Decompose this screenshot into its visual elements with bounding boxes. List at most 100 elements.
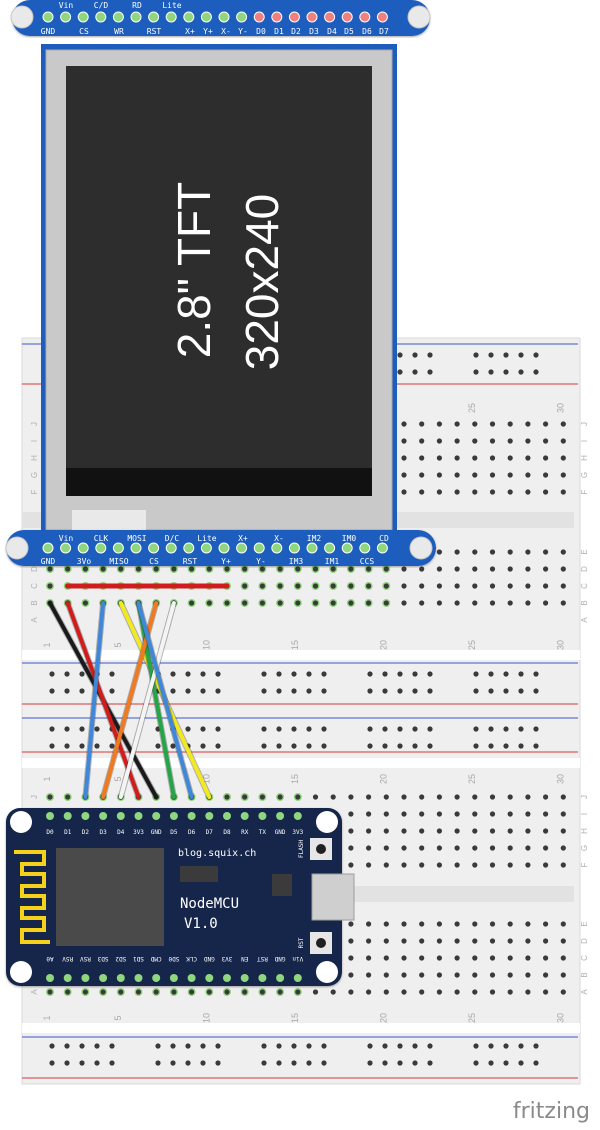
rail-hole[interactable] (79, 671, 85, 677)
terminal-hole[interactable] (560, 811, 566, 817)
terminal-hole[interactable] (436, 438, 442, 444)
terminal-hole[interactable] (419, 862, 425, 868)
rail-hole[interactable] (170, 1043, 176, 1049)
rail-hole[interactable] (321, 671, 327, 677)
terminal-hole[interactable] (383, 566, 389, 572)
rail-hole[interactable] (397, 1043, 403, 1049)
rail-hole[interactable] (518, 369, 524, 375)
rail-hole[interactable] (503, 352, 509, 358)
rail-hole[interactable] (64, 671, 70, 677)
rail-hole[interactable] (200, 1043, 206, 1049)
terminal-hole[interactable] (348, 566, 354, 572)
terminal-hole[interactable] (401, 489, 407, 495)
rail-hole[interactable] (155, 1043, 161, 1049)
terminal-hole[interactable] (507, 549, 513, 555)
rail-hole[interactable] (518, 726, 524, 732)
terminal-hole[interactable] (401, 989, 407, 995)
terminal-hole[interactable] (82, 566, 88, 572)
header-pin[interactable] (288, 11, 300, 23)
terminal-hole[interactable] (135, 989, 142, 995)
terminal-hole[interactable] (543, 455, 549, 461)
rail-hole[interactable] (109, 1060, 115, 1066)
terminal-hole[interactable] (454, 583, 460, 589)
terminal-hole[interactable] (419, 955, 425, 961)
terminal-hole[interactable] (312, 989, 319, 995)
terminal-hole[interactable] (383, 828, 389, 834)
header-pin[interactable] (130, 11, 142, 23)
terminal-hole[interactable] (383, 794, 389, 800)
rail-hole[interactable] (412, 726, 418, 732)
header-pin[interactable] (341, 11, 353, 23)
terminal-hole[interactable] (543, 972, 549, 978)
rail-hole[interactable] (200, 671, 206, 677)
rail-hole[interactable] (473, 1060, 479, 1066)
terminal-hole[interactable] (543, 938, 549, 944)
rail-hole[interactable] (291, 743, 297, 749)
rail-hole[interactable] (215, 1043, 221, 1049)
rail-hole[interactable] (412, 1043, 418, 1049)
rail-hole[interactable] (473, 671, 479, 677)
terminal-hole[interactable] (525, 549, 531, 555)
terminal-hole[interactable] (295, 989, 301, 995)
terminal-hole[interactable] (560, 938, 566, 944)
rail-hole[interactable] (64, 726, 70, 732)
terminal-hole[interactable] (171, 989, 177, 995)
terminal-hole[interactable] (489, 794, 496, 800)
rail-hole[interactable] (215, 671, 221, 677)
rail-hole[interactable] (397, 671, 403, 677)
terminal-hole[interactable] (366, 989, 372, 995)
rail-hole[interactable] (412, 743, 418, 749)
terminal-hole[interactable] (472, 811, 478, 817)
rail-hole[interactable] (473, 369, 479, 375)
terminal-hole[interactable] (259, 794, 265, 800)
rail-hole[interactable] (533, 726, 539, 732)
rail-hole[interactable] (185, 688, 191, 694)
rail-hole[interactable] (49, 671, 55, 677)
terminal-hole[interactable] (472, 972, 478, 978)
rst-button-cap-icon[interactable] (316, 938, 326, 948)
header-pin[interactable] (183, 11, 195, 23)
terminal-hole[interactable] (348, 845, 354, 851)
terminal-hole[interactable] (348, 989, 354, 995)
terminal-hole[interactable] (507, 955, 513, 961)
header-pin[interactable] (306, 11, 318, 23)
rail-hole[interactable] (291, 1043, 297, 1049)
terminal-hole[interactable] (436, 566, 442, 572)
rail-hole[interactable] (79, 726, 85, 732)
terminal-hole[interactable] (507, 828, 513, 834)
terminal-hole[interactable] (206, 989, 212, 995)
terminal-hole[interactable] (525, 955, 531, 961)
terminal-hole[interactable] (65, 794, 71, 800)
rail-hole[interactable] (64, 1043, 70, 1049)
terminal-hole[interactable] (277, 989, 283, 995)
header-pin[interactable] (130, 542, 142, 554)
terminal-hole[interactable] (489, 455, 496, 461)
terminal-hole[interactable] (454, 421, 460, 427)
header-pin[interactable] (376, 542, 388, 554)
mcu-pin[interactable] (134, 974, 143, 982)
rail-hole[interactable] (291, 671, 297, 677)
terminal-hole[interactable] (436, 600, 442, 606)
rail-hole[interactable] (185, 1060, 191, 1066)
terminal-hole[interactable] (560, 489, 566, 495)
terminal-hole[interactable] (436, 794, 442, 800)
rail-hole[interactable] (367, 1043, 373, 1049)
terminal-hole[interactable] (525, 921, 531, 927)
terminal-hole[interactable] (507, 972, 513, 978)
terminal-hole[interactable] (153, 566, 159, 572)
terminal-hole[interactable] (507, 862, 513, 868)
terminal-hole[interactable] (401, 862, 407, 868)
terminal-hole[interactable] (507, 921, 513, 927)
terminal-hole[interactable] (543, 489, 549, 495)
terminal-hole[interactable] (419, 600, 425, 606)
mcu-pin[interactable] (223, 974, 231, 982)
terminal-hole[interactable] (525, 421, 531, 427)
terminal-hole[interactable] (383, 845, 389, 851)
header-pin[interactable] (253, 542, 265, 554)
terminal-hole[interactable] (454, 566, 460, 572)
rail-hole[interactable] (488, 726, 494, 732)
rail-hole[interactable] (412, 671, 418, 677)
rail-hole[interactable] (503, 1043, 509, 1049)
rail-hole[interactable] (503, 1060, 509, 1066)
rail-hole[interactable] (64, 743, 70, 749)
